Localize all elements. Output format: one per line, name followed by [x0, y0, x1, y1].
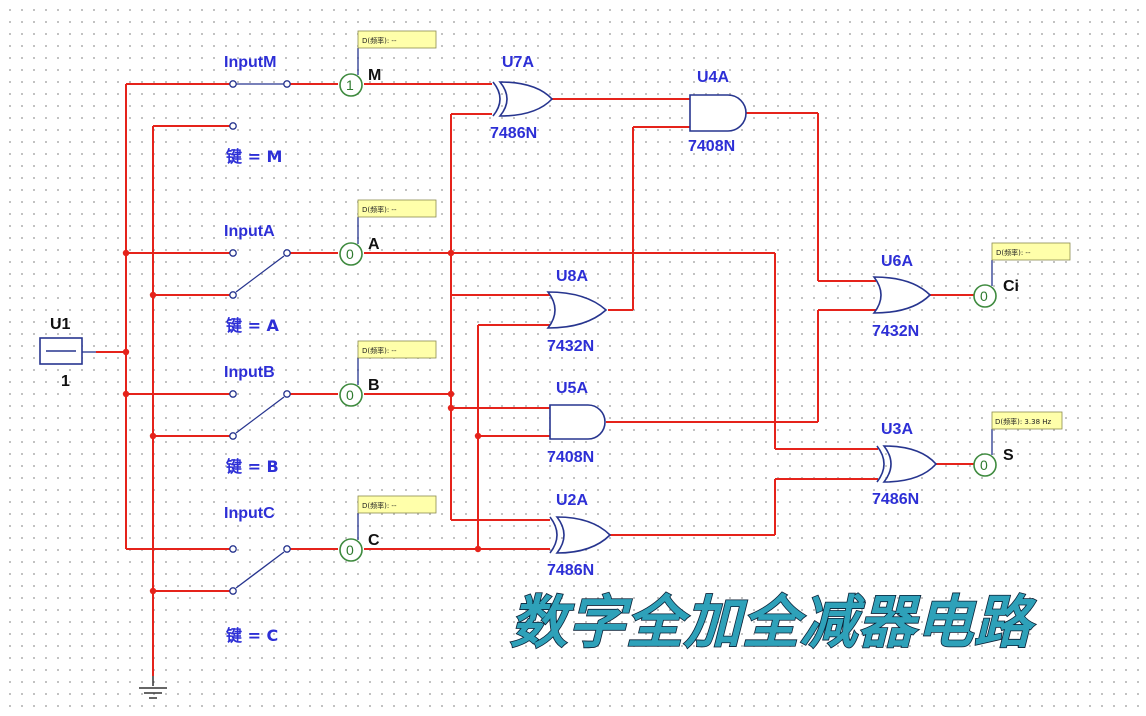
gate-ref: U2A	[556, 492, 588, 509]
probe-tag: D(频率): --	[362, 36, 397, 45]
gate-ref: U7A	[502, 54, 534, 71]
probe-ci[interactable]: D(频率): -- 0 Ci	[973, 242, 1071, 308]
switch-input-a[interactable]: InputA 键 = A	[224, 223, 291, 335]
probe-value: 0	[346, 387, 354, 403]
probe-value: 0	[980, 288, 988, 304]
gate-u5a[interactable]: U5A 7408N	[547, 380, 606, 466]
gate-part: 7486N	[547, 562, 594, 579]
probe-tag: D(频率): --	[362, 205, 397, 214]
gate-u3a[interactable]: U3A 7486N	[872, 421, 938, 508]
gate-ref: U4A	[697, 69, 729, 86]
net-label: B	[368, 377, 380, 394]
net-label: A	[368, 236, 380, 253]
ground-icon	[139, 676, 167, 699]
gate-ref: U8A	[556, 268, 588, 285]
switch-key-label: 键 = C	[225, 626, 278, 645]
gate-u8a[interactable]: U8A 7432N	[546, 268, 608, 355]
gate-u2a[interactable]: U2A 7486N	[547, 492, 612, 579]
switch-name: InputA	[224, 223, 275, 240]
gate-part: 7486N	[490, 125, 537, 142]
net-label: S	[1003, 447, 1014, 464]
gate-ref: U3A	[881, 421, 913, 438]
gate-part: 7486N	[872, 491, 919, 508]
probe-tag: D(频率): --	[996, 248, 1031, 257]
switch-input-c[interactable]: InputC 键 = C	[224, 505, 291, 645]
switch-name: InputC	[224, 505, 275, 522]
switch-key-label: 键 = B	[225, 457, 279, 476]
probe-tag: D(频率): 3.38 Hz	[995, 417, 1052, 426]
probe-value: 0	[346, 542, 354, 558]
net-label: M	[368, 67, 381, 84]
gate-part: 7432N	[547, 338, 594, 355]
switch-key-label: 键 = A	[225, 316, 280, 335]
switch-input-b[interactable]: InputB 键 = B	[224, 364, 291, 476]
switch-name: InputM	[224, 54, 276, 71]
net-label: C	[368, 532, 380, 549]
gate-part: 7408N	[547, 449, 594, 466]
gate-u4a[interactable]: U4A 7408N	[688, 69, 747, 155]
gate-ref: U5A	[556, 380, 588, 397]
circuit-title: 数字全加全减器电路	[510, 590, 1037, 656]
probe-b[interactable]: D(频率): -- 0 B	[339, 340, 437, 407]
dc-source-icon[interactable]: U1 1	[39, 316, 96, 390]
probe-tag: D(频率): --	[362, 346, 397, 355]
gate-ref: U6A	[881, 253, 913, 270]
gate-part: 7432N	[872, 323, 919, 340]
probe-c[interactable]: D(频率): -- 0 C	[339, 495, 437, 562]
probe-value: 1	[346, 77, 354, 93]
probe-tag: D(频率): --	[362, 501, 397, 510]
switch-input-m[interactable]: InputM 键 = M	[224, 54, 291, 166]
wires	[96, 83, 974, 676]
probe-m[interactable]: D(频率): -- 1 M	[339, 30, 437, 97]
gate-u7a[interactable]: U7A 7486N	[490, 54, 554, 142]
gate-part: 7408N	[688, 138, 735, 155]
probe-s[interactable]: D(频率): 3.38 Hz 0 S	[973, 411, 1063, 477]
net-label: Ci	[1003, 278, 1019, 295]
junctions	[122, 249, 482, 595]
source-value: 1	[61, 373, 70, 390]
probe-value: 0	[346, 246, 354, 262]
switch-name: InputB	[224, 364, 275, 381]
gate-u6a[interactable]: U6A 7432N	[872, 253, 932, 340]
switch-key-label: 键 = M	[225, 147, 282, 166]
probe-value: 0	[980, 457, 988, 473]
probe-a[interactable]: D(频率): -- 0 A	[339, 199, 437, 266]
source-ref: U1	[50, 316, 71, 333]
